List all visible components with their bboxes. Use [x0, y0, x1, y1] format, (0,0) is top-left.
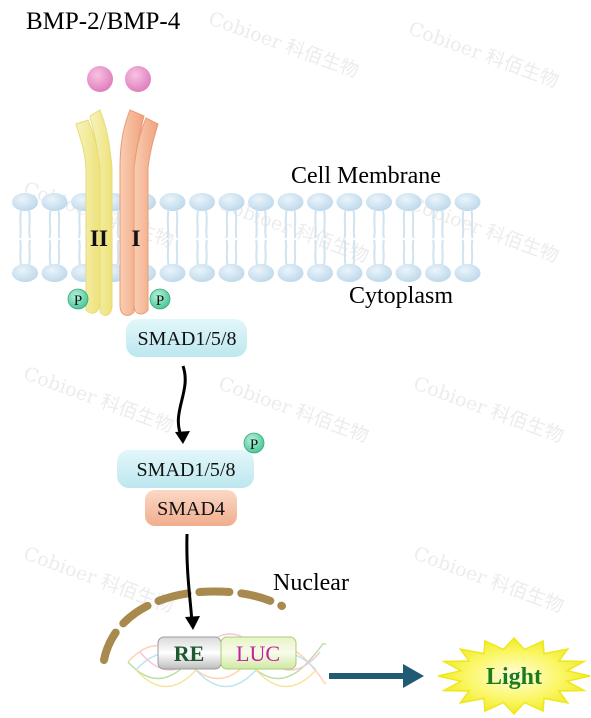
phospholipid	[277, 193, 304, 282]
arrowhead	[185, 616, 200, 630]
ligand-ball	[125, 66, 151, 92]
svg-text:Light: Light	[486, 664, 542, 690]
receptor-i-label: I	[132, 226, 141, 251]
phospholipid	[395, 193, 422, 282]
phospho-badge: P	[243, 432, 265, 454]
translocation-arrow	[185, 533, 194, 623]
ligand-ball	[87, 66, 113, 92]
svg-text:LUC: LUC	[236, 641, 280, 666]
phospholipid	[366, 193, 392, 282]
phospholipid	[159, 193, 186, 282]
receptor-type-i	[119, 109, 159, 316]
nuclear-envelope	[100, 587, 286, 664]
svg-text:SMAD1/5/8: SMAD1/5/8	[137, 459, 236, 481]
light-burst: Light	[437, 636, 591, 716]
arrowhead	[403, 664, 424, 688]
phospho-badge: P	[149, 288, 171, 310]
receptor-type-ii	[75, 109, 113, 316]
smad158-box: SMAD1/5/8	[126, 319, 247, 357]
phospholipid	[218, 193, 245, 282]
ligand-title: BMP-2/BMP-4	[26, 8, 181, 35]
svg-text:P: P	[74, 293, 82, 309]
phospholipid	[12, 193, 38, 282]
svg-text:SMAD1/5/8: SMAD1/5/8	[138, 328, 237, 350]
nuclear-label: Nuclear	[273, 570, 349, 596]
arrowhead	[175, 431, 190, 444]
svg-text:RE: RE	[174, 641, 205, 666]
svg-text:P: P	[156, 293, 164, 309]
receptor-ii-label: II	[90, 226, 108, 251]
luciferase-gene: LUC	[220, 636, 297, 670]
cytoplasm-label: Cytoplasm	[349, 283, 454, 309]
svg-text:P: P	[250, 437, 258, 453]
svg-text:SMAD4: SMAD4	[157, 498, 225, 520]
phospholipid	[41, 193, 68, 282]
smad4-box: SMAD4	[145, 490, 237, 526]
phospholipid	[425, 193, 451, 282]
phospholipid	[454, 193, 481, 282]
cell-membrane	[12, 193, 481, 282]
phospholipid	[336, 193, 363, 282]
membrane-label: Cell Membrane	[291, 163, 441, 189]
smad158-active-box: SMAD1/5/8	[117, 450, 254, 488]
response-element: RE	[157, 636, 222, 670]
activation-arrow	[176, 365, 187, 439]
phospholipid	[307, 193, 333, 282]
phospho-badge: P	[67, 288, 89, 310]
phospholipid	[248, 193, 274, 282]
phospholipid	[189, 193, 215, 282]
